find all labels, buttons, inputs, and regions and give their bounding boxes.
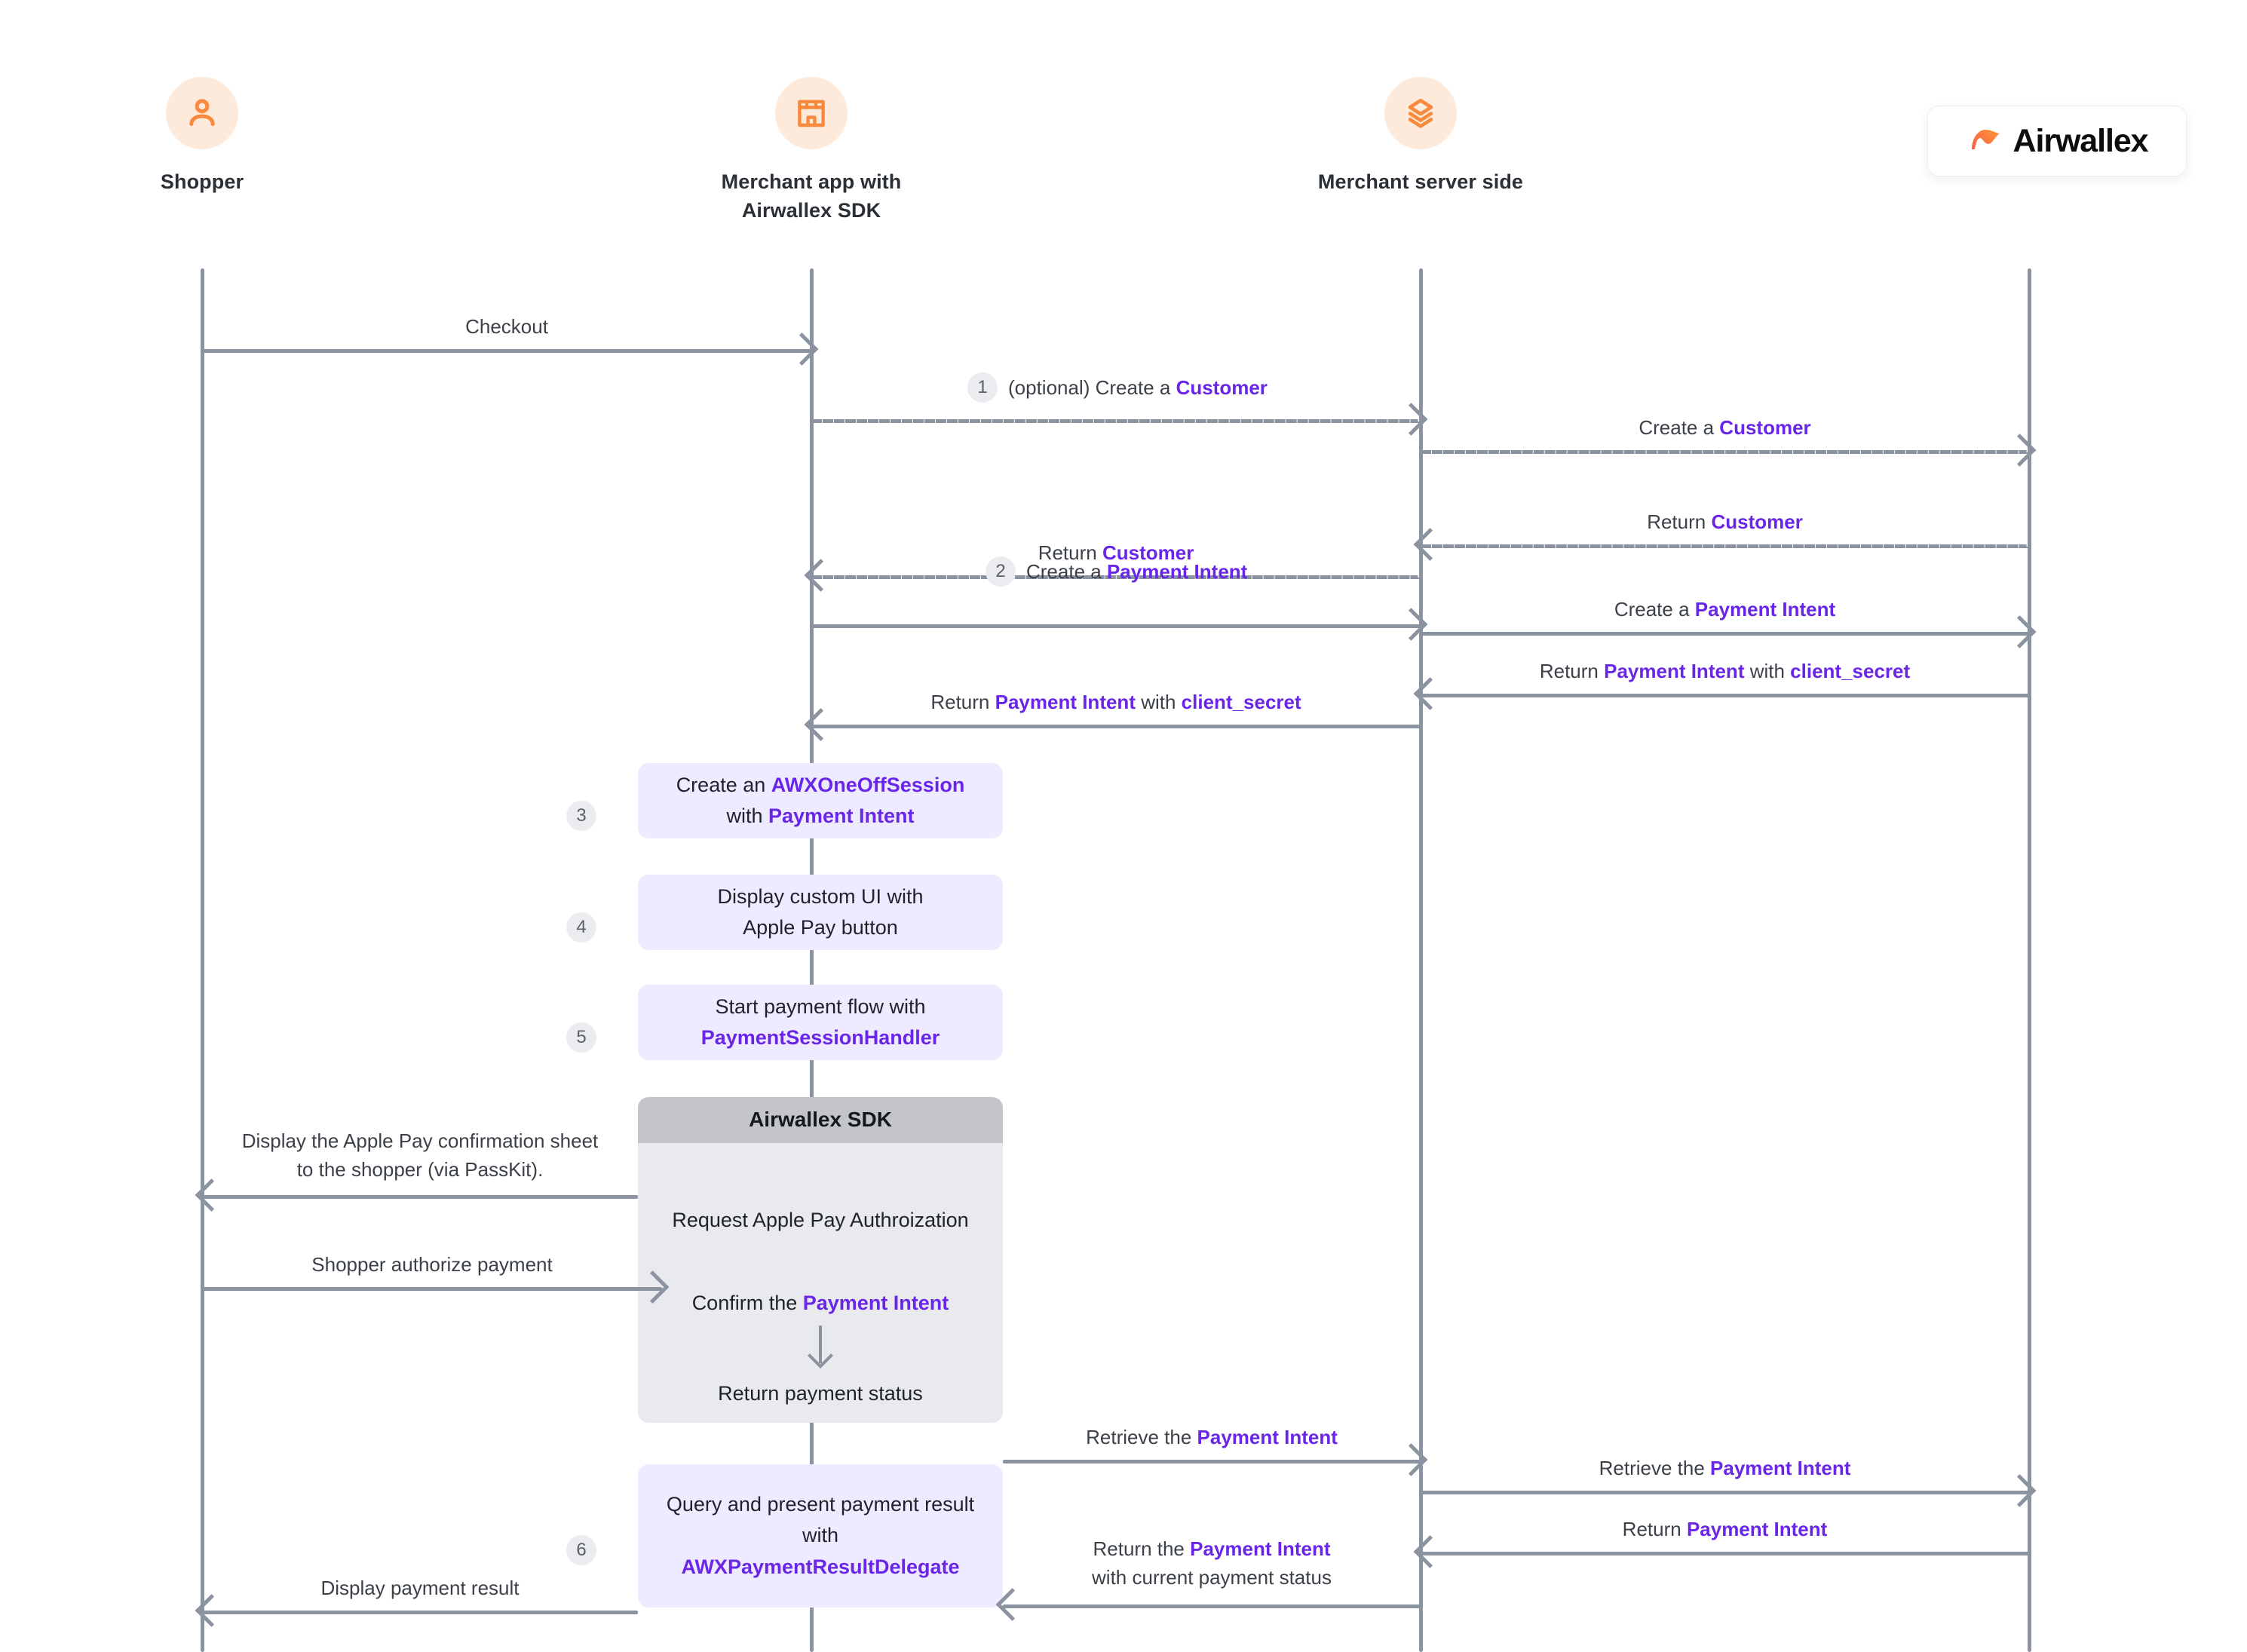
message-display-apple-pay-sheet-label: Display the Apple Pay confirmation sheet… (241, 1129, 599, 1181)
message-line (202, 1611, 638, 1614)
step-1-badge: 1 (967, 372, 998, 403)
message-line (1003, 1604, 1421, 1608)
message-line (1421, 1491, 2029, 1494)
lifeline-airwallex-api (2028, 268, 2031, 1652)
activity-box-step-6: Query and present payment result with AW… (638, 1464, 1003, 1608)
activity-box-step-5: Start payment flow with PaymentSessionHa… (638, 985, 1003, 1060)
sdk-group-box: Airwallex SDK Request Apple Pay Authroiz… (638, 1097, 1003, 1423)
step-5-badge: 5 (566, 1022, 596, 1053)
sdk-row-request-auth: Request Apple Pay Authroization (672, 1209, 969, 1231)
layers-icon (1384, 77, 1457, 149)
step-2-label: Create a Payment Intent (1026, 559, 1248, 583)
actor-merchant-server-label: Merchant server side (1317, 170, 1524, 193)
lifeline-merchant-app (810, 268, 814, 1652)
airwallex-brand-chip: Airwallex (1927, 106, 2187, 176)
step-1-row: 1 (optional) Create a Customer (967, 372, 1268, 403)
message-line (202, 349, 811, 353)
message-line (1003, 1460, 1421, 1464)
message-line (811, 725, 1421, 728)
message-return-pi-secret-api-server-label: Return Payment Intent with client_secret (1539, 660, 1911, 682)
sdk-row-return-status: Return payment status (718, 1382, 923, 1405)
lifeline-merchant-server (1419, 268, 1423, 1652)
step-6-badge: 6 (566, 1535, 596, 1565)
user-icon (166, 77, 238, 149)
lifeline-shopper (201, 268, 204, 1652)
activity-box-step-4: Display custom UI with Apple Pay button (638, 875, 1003, 950)
sdk-flow-down-arrow-icon (819, 1326, 822, 1363)
message-line (811, 575, 1421, 579)
activity-box-step-5-text: Start payment flow with PaymentSessionHa… (700, 995, 940, 1049)
airwallex-mark-icon (1967, 124, 2003, 158)
message-return-customer-api-server-label: Return Customer (1647, 510, 1803, 533)
actor-shopper-label: Shopper (160, 170, 244, 193)
message-display-payment-result-label: Display payment result (320, 1577, 520, 1599)
message-create-customer-server-api-label: Create a Customer (1639, 416, 1811, 439)
message-shopper-authorize-label: Shopper authorize payment (311, 1253, 553, 1276)
step-3-badge: 3 (566, 801, 596, 831)
brand-name: Airwallex (2012, 122, 2149, 159)
actor-merchant-server: Merchant server side (1277, 77, 1564, 196)
step-4-badge: 4 (566, 912, 596, 942)
message-create-pi-server-api-label: Create a Payment Intent (1614, 598, 1836, 621)
message-line (1421, 632, 2029, 636)
store-icon (775, 77, 848, 149)
activity-box-step-3: Create an AWXOneOffSession with Payment … (638, 763, 1003, 838)
activity-box-step-4-text: Display custom UI with Apple Pay button (717, 884, 924, 939)
message-return-pi-status-server-app-label: Return the Payment Intent with current p… (1092, 1537, 1332, 1589)
activity-box-step-3-text: Create an AWXOneOffSession with Payment … (676, 773, 965, 827)
message-return-pi-api-server-label: Return Payment Intent (1622, 1518, 1828, 1540)
message-line (1421, 1552, 2029, 1555)
message-line (1421, 544, 2029, 548)
sdk-row-confirm-pi: Confirm the Payment Intent (691, 1292, 949, 1314)
message-line (1421, 694, 2029, 697)
step-1-label: (optional) Create a Customer (1008, 375, 1268, 399)
step-2-row: 2 Create a Payment Intent (986, 556, 1247, 587)
step-2-badge: 2 (986, 556, 1016, 587)
actor-shopper: Shopper (59, 77, 345, 196)
message-retrieve-pi-server-api-label: Retrieve the Payment Intent (1599, 1457, 1851, 1479)
message-line (1421, 450, 2029, 454)
message-line (202, 1287, 662, 1291)
message-return-customer-server-app-label: Return Customer (1038, 541, 1194, 564)
message-retrieve-pi-app-server-label: Retrieve the Payment Intent (1086, 1426, 1338, 1448)
message-line (811, 419, 1421, 423)
message-line (811, 624, 1421, 628)
message-line (202, 1195, 638, 1199)
activity-box-step-6-text: Query and present payment result with AW… (666, 1493, 975, 1578)
message-return-pi-secret-server-app-label: Return Payment Intent with client_secret (930, 691, 1301, 713)
sdk-group-title: Airwallex SDK (638, 1097, 1003, 1143)
message-checkout-label: Checkout (465, 315, 548, 338)
